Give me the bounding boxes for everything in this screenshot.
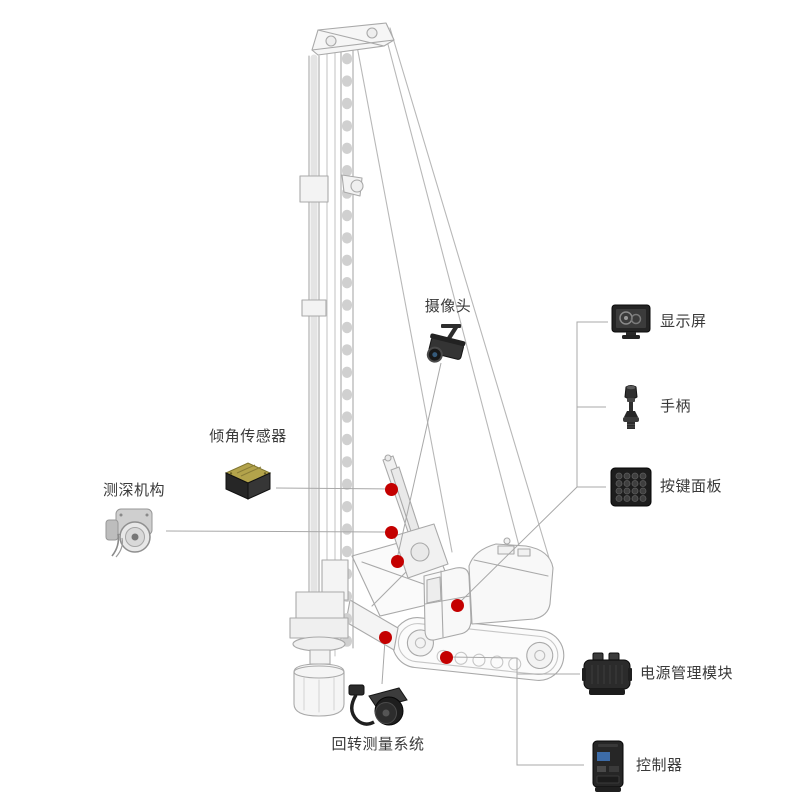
hotspot-rotary-system bbox=[379, 631, 392, 644]
rotary-system-label: 回转测量系统 bbox=[331, 736, 425, 753]
hotspot-tilt-sensor bbox=[385, 483, 398, 496]
guide-tube bbox=[299, 54, 329, 644]
camera-label: 摄像头 bbox=[424, 298, 472, 315]
keypad-icon bbox=[610, 467, 652, 507]
joystick-icon-slot bbox=[610, 384, 652, 430]
hotspot-camera bbox=[391, 555, 404, 568]
display-icon bbox=[611, 304, 651, 339]
hotspot-cab-controls bbox=[451, 599, 464, 612]
mast-foot-winch bbox=[289, 559, 349, 665]
joystick-label: 手柄 bbox=[660, 398, 692, 415]
leader-line-camera bbox=[396, 362, 442, 560]
display-label: 显示屏 bbox=[660, 313, 707, 330]
leader-line-cab-controls bbox=[457, 321, 608, 605]
power-module-label: 电源管理模块 bbox=[640, 665, 734, 682]
top-pulley-assembly bbox=[311, 22, 395, 56]
leader-line-depth-mechanism bbox=[165, 530, 391, 533]
drill-bucket bbox=[293, 663, 345, 717]
leader-line-rotary-system bbox=[381, 639, 386, 685]
leader-line-electronics bbox=[448, 656, 584, 766]
component-depth-mechanism: 测深机构 bbox=[86, 482, 182, 558]
hoist-cables bbox=[356, 27, 550, 562]
component-controller: 控制器 bbox=[588, 740, 683, 792]
depth-mechanism-label: 测深机构 bbox=[102, 482, 165, 499]
tilt-sensor-label: 倾角传感器 bbox=[209, 428, 287, 445]
keypad-icon-slot bbox=[610, 467, 652, 507]
tilt-sensor-icon bbox=[224, 462, 272, 500]
depth-mechanism-icon bbox=[105, 508, 153, 558]
keypad-label: 按键面板 bbox=[660, 478, 723, 495]
hotspot-electronics bbox=[440, 651, 453, 664]
mast bbox=[340, 39, 364, 649]
power-module-icon bbox=[582, 652, 632, 695]
component-rotary-system: 回转测量系统 bbox=[320, 680, 436, 754]
display-icon-slot bbox=[610, 304, 652, 340]
component-power-module: 电源管理模块 bbox=[582, 652, 733, 696]
component-tilt-sensor: 倾角传感器 bbox=[194, 428, 302, 500]
boom-cylinders bbox=[382, 454, 449, 579]
controller-icon bbox=[592, 740, 624, 792]
leader-line-tilt-sensor bbox=[275, 487, 391, 490]
kelly-bar bbox=[326, 45, 336, 657]
cab bbox=[423, 567, 472, 641]
rotary-system-icon bbox=[348, 684, 408, 726]
camera-icon bbox=[426, 324, 466, 363]
controller-label: 控制器 bbox=[636, 757, 683, 774]
engine-body bbox=[468, 537, 554, 625]
joystick-icon bbox=[623, 385, 639, 429]
component-joystick: 手柄 bbox=[610, 384, 691, 430]
component-keypad: 按键面板 bbox=[610, 467, 722, 507]
hotspot-depth-mechanism bbox=[385, 526, 398, 539]
component-camera: 摄像头 bbox=[413, 298, 483, 366]
component-display: 显示屏 bbox=[610, 304, 707, 340]
